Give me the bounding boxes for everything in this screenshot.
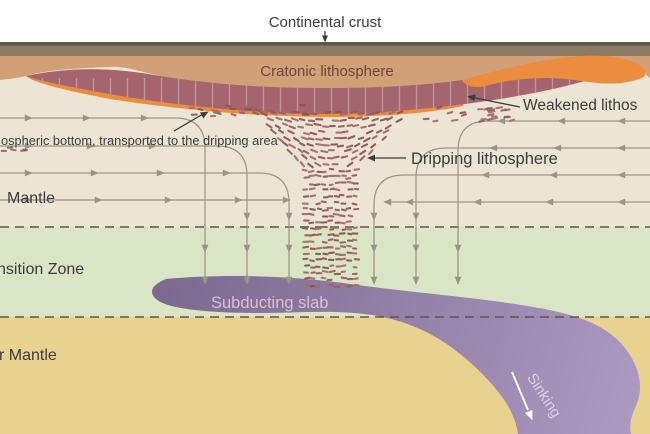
continental-crust-layer	[0, 45, 650, 56]
cratonic-lithosphere-band	[0, 56, 650, 90]
annotation-arrowheads	[199, 35, 476, 162]
subducting-slab	[151, 276, 641, 434]
label-lithospheric-bottom: ospheric bottom, transported to the drip…	[1, 133, 279, 148]
label-continental-crust: Continental crust	[269, 14, 382, 31]
mantle-flow-lines	[0, 117, 650, 284]
label-lower-mantle: r Mantle	[0, 347, 57, 364]
sinking-arrow	[511, 371, 529, 411]
label-transition-zone: nsition Zone	[0, 261, 84, 278]
label-dripping-lithosphere: Dripping lithosphere	[411, 150, 558, 168]
label-cratonic-lithosphere: Cratonic lithosphere	[260, 63, 393, 80]
weakened-lithosphere-right-orange	[462, 55, 646, 88]
dripping-lithosphere-dashes	[0, 102, 516, 289]
lithospheric-bottom-pointer-line	[173, 113, 204, 132]
layer-boundary-dashes	[0, 226, 650, 318]
weakened-pointer-line	[472, 96, 521, 108]
label-weakened-lithosphere: Weakened lithos	[523, 97, 638, 114]
flow-arrowheads	[24, 114, 626, 285]
continental-crust-top-line	[0, 42, 650, 46]
sinking-arrowhead	[524, 409, 533, 421]
label-upper-mantle: Mantle	[7, 190, 55, 207]
label-subducting-slab: Subducting slab	[211, 294, 328, 312]
